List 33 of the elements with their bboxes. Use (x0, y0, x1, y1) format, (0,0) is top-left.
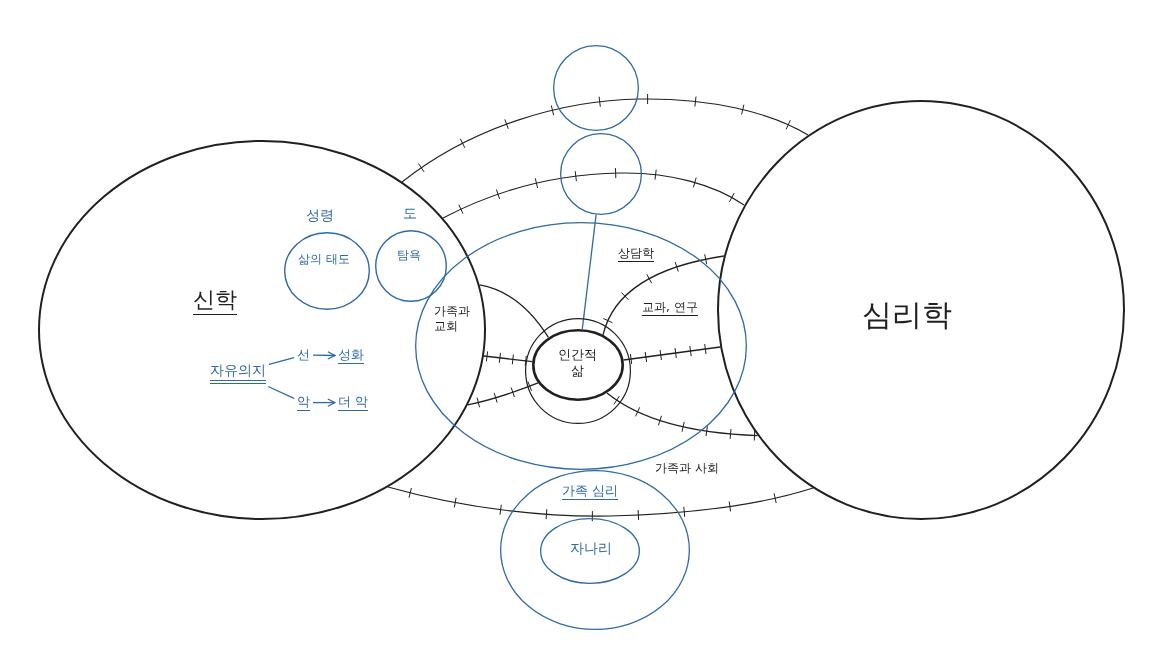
term-text: 악 (297, 394, 310, 412)
circle-label: 인간적 삶 (558, 347, 597, 380)
arrow (312, 398, 336, 407)
connector-line (581, 214, 597, 330)
circle-label: 신학 (193, 286, 237, 315)
arrow (312, 351, 336, 360)
core-circle (532, 329, 624, 401)
term-text: 자유의지 (210, 362, 266, 384)
spoke-label: 교과, 연구 (642, 300, 698, 316)
venn-circle (717, 100, 1125, 520)
tick-line (467, 381, 539, 408)
connector-line (478, 284, 550, 339)
tick-line (622, 343, 721, 365)
inner-circle (540, 518, 640, 584)
connector-line (267, 385, 295, 399)
spoke-label: 가족과 교회 (434, 304, 470, 334)
connector-line (268, 357, 295, 366)
tick-line (606, 392, 759, 441)
circle-text: 삶의 태도 (298, 252, 350, 267)
empty-circle (550, 45, 642, 131)
circle-text: 탐욕 (397, 248, 421, 263)
circle-heading: 가족 심리 (562, 483, 619, 501)
spoke-label: 상담학 (618, 246, 654, 262)
circle-heading: 성령 (306, 207, 334, 225)
circle-label: 심리학 (862, 296, 952, 334)
term-text: 성화 (338, 347, 364, 365)
venn-circle (38, 140, 486, 520)
term-text: 더 악 (338, 394, 369, 412)
tick-line (602, 253, 725, 336)
circle-heading: 도 (403, 205, 417, 223)
tick-line (483, 350, 533, 367)
term-text: 선 (297, 347, 310, 364)
circle-label: 자나리 (570, 540, 612, 558)
